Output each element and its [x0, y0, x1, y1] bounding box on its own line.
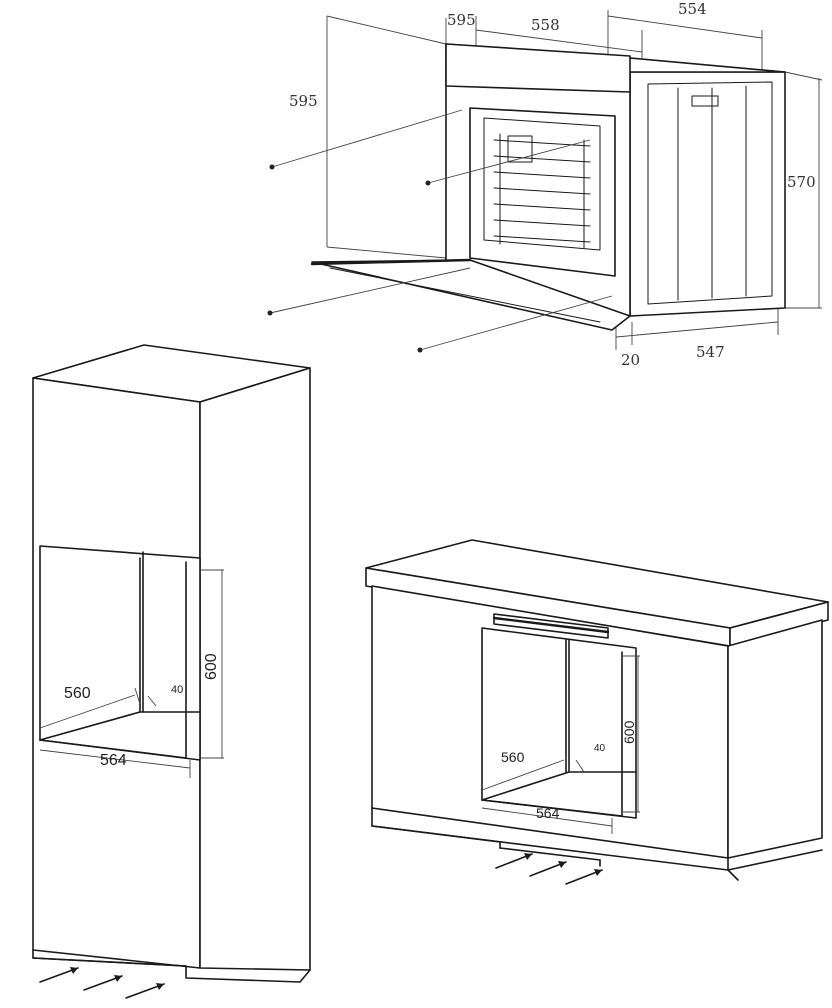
under-counter-width-dim: [481, 807, 613, 827]
tall-cabinet-gap-label: 40: [171, 684, 183, 696]
tall-cabinet-niche-floor-front: [39, 739, 187, 759]
tall-cabinet-height-label: 600: [203, 653, 220, 680]
tall-cabinet-depth-dim-tick: [134, 687, 141, 705]
drawer-handle: [492, 616, 610, 634]
callout-dot: [425, 180, 431, 186]
oven-fan-cover: [507, 135, 533, 163]
vent-arrow-head: [156, 983, 164, 990]
under-counter-gap-dim: [575, 759, 585, 773]
vent-arrow-head: [524, 853, 532, 860]
tall-cabinet-gap-dim: [147, 695, 157, 707]
oven-door-handle: [310, 258, 472, 266]
oven-side-frame: [647, 81, 773, 305]
under-counter-niche-floor-front: [481, 799, 623, 817]
tall-cabinet-plinth: [32, 949, 311, 983]
under-counter-side: [727, 619, 823, 859]
oven-callouts: [267, 109, 613, 353]
dim-label-outer-width: 595: [447, 11, 476, 29]
under-counter-plinth: [371, 807, 739, 881]
dim-label-height: 595: [289, 92, 318, 110]
callout-dot: [417, 347, 423, 353]
oven-control-panel: [445, 43, 631, 93]
under-counter-width-label: 564: [536, 805, 560, 821]
under-counter-niche: [481, 627, 637, 819]
callout-dot: [267, 310, 273, 316]
tall-cabinet-depth-dim: [39, 694, 136, 729]
under-counter-vent-arrows: [495, 853, 603, 885]
dim-label-door-thickness: 20: [621, 351, 640, 369]
tall-cabinet-width-label: 564: [100, 752, 127, 769]
dim-label-body-depth: 547: [696, 343, 725, 361]
oven-height-dim-ext: [326, 15, 447, 45]
oven-side-panel: [629, 71, 786, 317]
oven-body-height-ext-top: [784, 71, 823, 81]
oven-drawing: 595 558 595 554 570 20 547: [267, 0, 823, 369]
oven-inner-width-dim-line: [475, 29, 643, 53]
under-counter-plinth-line: [499, 847, 601, 861]
dim-label-depth: 554: [678, 0, 707, 18]
oven-height-dim-ext-bottom: [326, 246, 447, 259]
under-counter-drawing: 560 564 40 600: [365, 539, 829, 885]
dim-label-body-height: 570: [787, 173, 816, 191]
oven-door-glass: [329, 267, 601, 323]
oven-cavity-opening: [469, 107, 616, 277]
worktop-side-edge: [729, 601, 829, 647]
oven-body-depth-dim-line: [615, 321, 779, 338]
oven-cavity-back: [483, 117, 601, 251]
callout-dot: [269, 164, 275, 170]
oven-side-vent: [691, 95, 719, 107]
tall-cabinet-vent-arrows: [39, 967, 165, 999]
vent-arrow-head: [70, 967, 78, 974]
under-counter-depth-label: 560: [501, 749, 525, 765]
tall-cabinet-drawing: 560 564 40 600: [32, 344, 311, 999]
under-counter-height-label: 600: [621, 720, 637, 744]
oven-rack: [493, 133, 591, 249]
vent-arrow-head: [114, 975, 122, 982]
tall-cabinet-width-dim: [39, 749, 191, 769]
under-counter-gap-label: 40: [594, 743, 606, 754]
under-counter-plinth-line: [371, 825, 501, 843]
tall-cabinet-depth-label: 560: [64, 685, 91, 702]
vent-arrow-head: [594, 869, 602, 876]
tall-cabinet-plinth-line: [32, 957, 187, 967]
under-counter-plinth-side: [727, 849, 823, 871]
vent-arrow-head: [558, 861, 566, 868]
under-counter-depth-dim: [481, 759, 565, 791]
dim-label-inner-width: 558: [531, 16, 560, 34]
oven-depth-dim-line: [607, 15, 763, 39]
tall-cabinet-niche: [39, 545, 201, 761]
